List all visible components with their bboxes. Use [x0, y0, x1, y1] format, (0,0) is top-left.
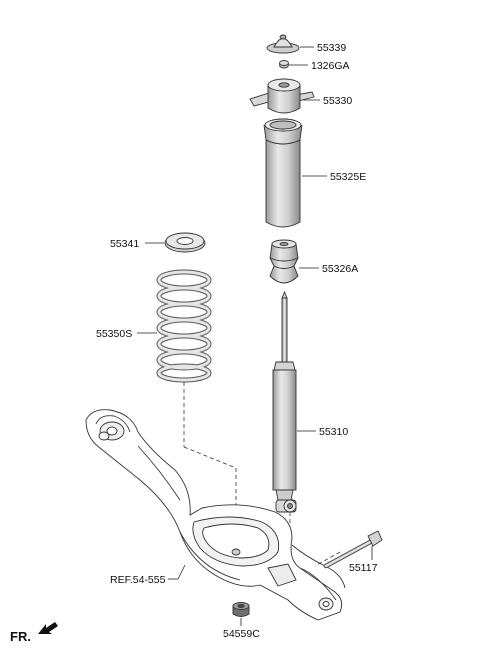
- dust-cover-part: [263, 118, 303, 228]
- front-marker-label: FR.: [10, 629, 31, 644]
- assembly-line-bolt: [314, 551, 341, 567]
- label-55325E: 55325E: [330, 171, 366, 183]
- bump-stopper-part: [269, 239, 299, 284]
- label-55339: 55339: [317, 42, 346, 54]
- nut-part: [279, 60, 289, 69]
- label-1326GA: 1326GA: [311, 60, 350, 72]
- lower-arm-part: [85, 409, 346, 621]
- shock-absorber-part: [272, 290, 297, 513]
- assembly-line-spring-diag: [183, 446, 237, 469]
- label-ref: REF.54-555: [110, 574, 166, 586]
- label-55326A: 55326A: [322, 263, 358, 275]
- bump-cap-part: [266, 34, 300, 54]
- label-55310: 55310: [319, 426, 348, 438]
- bushing-nut-part: [232, 602, 250, 617]
- spring-pad-part: [164, 232, 206, 253]
- label-55330: 55330: [323, 95, 352, 107]
- label-55350S: 55350S: [96, 328, 132, 340]
- front-arrow-icon: [38, 622, 58, 634]
- leader-ref-diag: [177, 564, 186, 580]
- label-55117: 55117: [349, 562, 378, 574]
- label-54559C: 54559C: [223, 628, 260, 640]
- coil-spring-part: [156, 269, 212, 383]
- label-55341: 55341: [110, 238, 139, 250]
- upper-mount-part: [249, 78, 315, 114]
- bolt-part: [323, 530, 383, 569]
